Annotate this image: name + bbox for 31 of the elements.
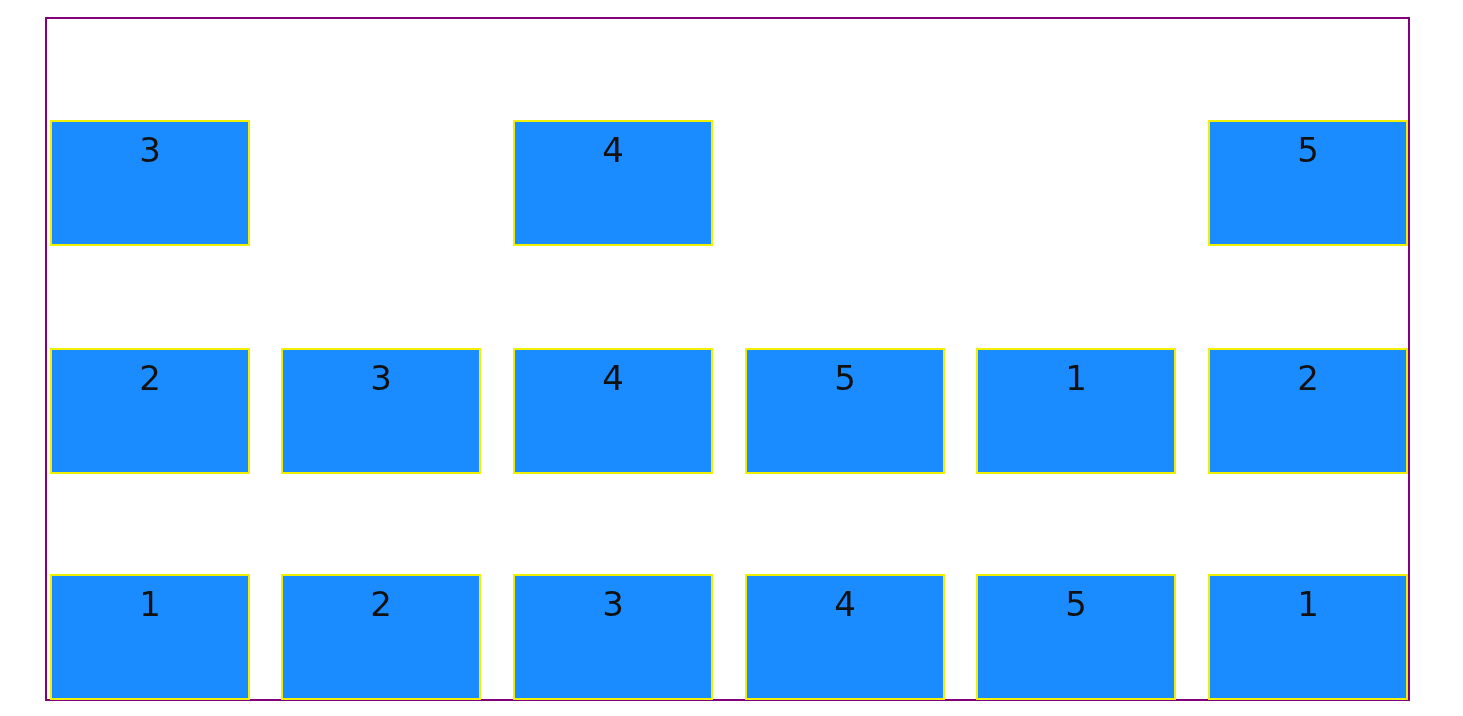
block-number: 4 — [602, 130, 624, 170]
block-number: 3 — [370, 358, 392, 398]
block-number: 4 — [834, 584, 856, 624]
block-number: 5 — [834, 358, 856, 398]
block-number: 2 — [139, 358, 161, 398]
block-number: 5 — [1297, 130, 1319, 170]
block-number: 1 — [139, 584, 161, 624]
block-number: 1 — [1297, 584, 1319, 624]
numbered-block — [745, 348, 945, 474]
numbered-block — [1208, 574, 1408, 700]
numbered-block — [1208, 120, 1408, 246]
numbered-block — [513, 120, 713, 246]
numbered-block — [745, 574, 945, 700]
numbered-block — [513, 574, 713, 700]
numbered-block — [513, 348, 713, 474]
block-number: 2 — [370, 584, 392, 624]
frame-border — [45, 17, 1410, 701]
numbered-block — [1208, 348, 1408, 474]
numbered-block — [976, 348, 1176, 474]
block-number: 5 — [1065, 584, 1087, 624]
numbered-block — [50, 120, 250, 246]
block-number: 3 — [139, 130, 161, 170]
numbered-block — [976, 574, 1176, 700]
block-number: 3 — [602, 584, 624, 624]
numbered-block — [281, 348, 481, 474]
block-number: 4 — [602, 358, 624, 398]
numbered-block — [50, 348, 250, 474]
block-number: 1 — [1065, 358, 1087, 398]
numbered-block — [281, 574, 481, 700]
block-number: 2 — [1297, 358, 1319, 398]
numbered-block — [50, 574, 250, 700]
